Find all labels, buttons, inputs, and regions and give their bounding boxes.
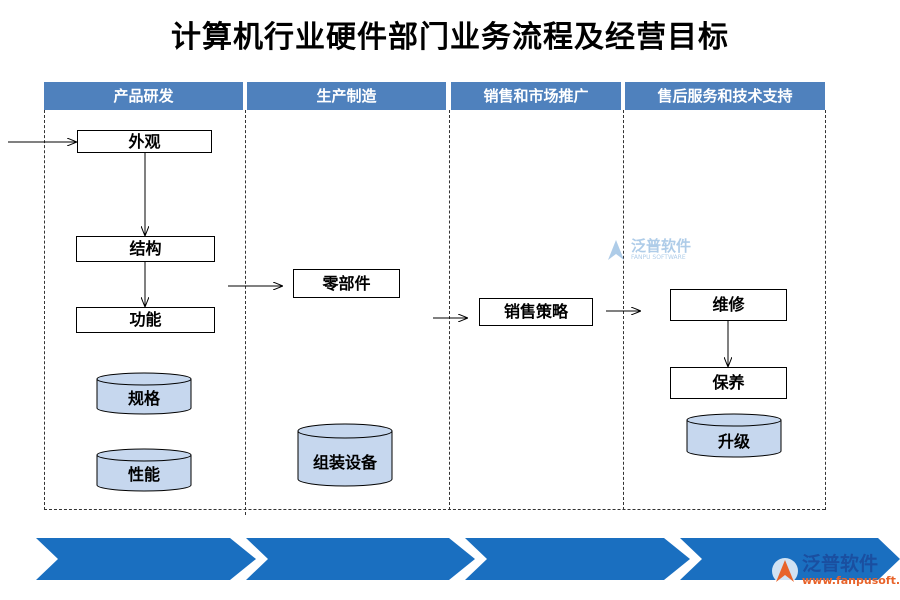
node-function: 功能 — [76, 307, 215, 333]
chevron-1 — [36, 538, 256, 580]
node-maintenance: 保养 — [670, 367, 787, 399]
node-assembly-equipment: 组装设备 — [297, 423, 393, 488]
center-watermark: 泛普软件 FANPU SOFTWARE — [604, 238, 691, 262]
fanpu-logo-icon — [608, 240, 624, 260]
node-parts: 零部件 — [293, 269, 400, 298]
column-header-sales: 销售和市场推广 — [451, 82, 621, 110]
node-specification: 规格 — [96, 372, 192, 416]
node-appearance: 外观 — [77, 130, 212, 153]
column-divider — [825, 110, 826, 510]
column-header-manufacturing: 生产制造 — [247, 82, 446, 110]
performance-label: 性能 — [127, 465, 160, 484]
chevron-2 — [246, 538, 475, 580]
node-performance: 性能 — [96, 448, 192, 493]
column-divider — [245, 110, 246, 515]
corner-watermark-brand: 泛普软件 — [802, 553, 879, 575]
watermark-sub: FANPU SOFTWARE — [631, 254, 686, 261]
cylinder-shape — [297, 423, 393, 487]
bottom-divider — [44, 509, 825, 510]
column-divider — [623, 110, 624, 510]
cylinder-shape — [686, 413, 782, 458]
assembly-equipment-label: 组装设备 — [312, 453, 377, 472]
node-sales-strategy: 销售策略 — [479, 298, 593, 326]
node-repair: 维修 — [670, 289, 787, 321]
upgrade-label: 升级 — [717, 432, 750, 451]
cylinder-shape — [96, 372, 192, 415]
column-header-after-sales: 售后服务和技术支持 — [625, 82, 825, 110]
chevron-3 — [465, 538, 690, 580]
column-divider — [449, 110, 450, 510]
cylinder-shape — [96, 448, 192, 492]
fanpu-logo-icon — [772, 557, 798, 584]
corner-watermark-url: www.fanpusoft.com — [802, 574, 900, 587]
diagram-title: 计算机行业硬件部门业务流程及经营目标 — [171, 20, 729, 55]
node-structure: 结构 — [76, 236, 215, 262]
specification-label: 规格 — [127, 389, 160, 408]
corner-watermark: 泛普软件 www.fanpusoft.com — [770, 554, 900, 587]
column-divider — [44, 110, 45, 510]
watermark-brand: 泛普软件 — [631, 237, 692, 255]
node-upgrade: 升级 — [686, 413, 782, 459]
column-header-rnd: 产品研发 — [44, 82, 243, 110]
